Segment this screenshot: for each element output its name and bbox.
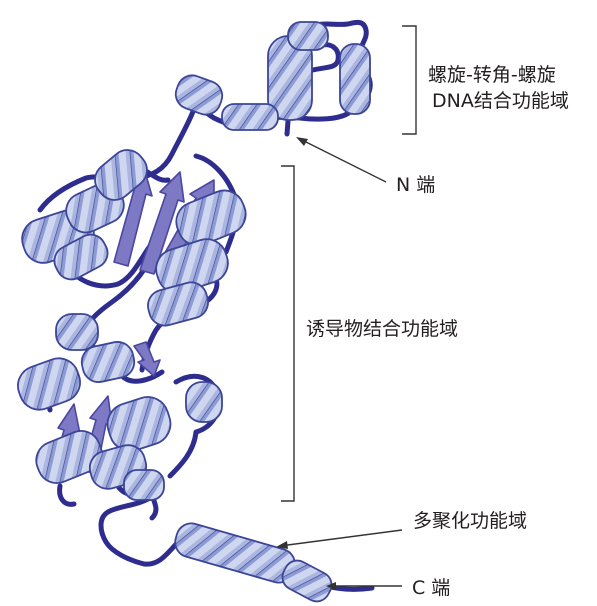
helix-upper-7 [53,233,109,281]
annotation-lines [279,25,417,587]
helix-upper-3 [94,149,148,201]
helix-lower-5 [106,396,172,452]
arrowhead-n-terminus [296,137,308,146]
helix-lower-4 [35,430,103,484]
label-hth-domain-line2: DNA结合功能域 [432,90,569,112]
bracket-hth-domain [402,25,417,135]
helix-upper-6 [147,281,209,327]
helix-lower-2 [17,357,81,411]
backbone-n-terminal-segment [133,19,373,181]
pointer-arrowheads [276,137,336,590]
helix-lower-8 [123,469,165,501]
helix-linker-1 [174,74,224,116]
helix-lower-3 [80,341,136,383]
label-n-terminus: N 端 [396,174,436,196]
label-c-terminus: C 端 [412,577,451,599]
pointer-n-terminus [299,138,387,183]
arrowhead-multimer-domain [276,541,288,549]
bracket-inducer-domain [281,165,295,502]
helix-lower-1 [55,313,99,351]
helix-c-terminal [281,559,333,603]
helix-multimerization [174,522,296,584]
helix-hth-3 [287,21,329,51]
helix-upper-4 [175,189,247,247]
arrowhead-c-terminus [326,582,336,590]
label-hth-domain-line1: 螺旋-转角-螺旋 [428,64,556,86]
helix-hth-2 [339,43,371,115]
label-inducer-domain: 诱导物结合功能域 [306,318,459,340]
beta-strand-4 [133,341,161,377]
helix-linker-2 [221,103,279,131]
pointer-multimer-domain [279,529,403,547]
alpha-helices [17,21,371,603]
label-multimer-domain: 多聚化功能域 [413,510,528,532]
helix-lower-6 [185,381,223,423]
